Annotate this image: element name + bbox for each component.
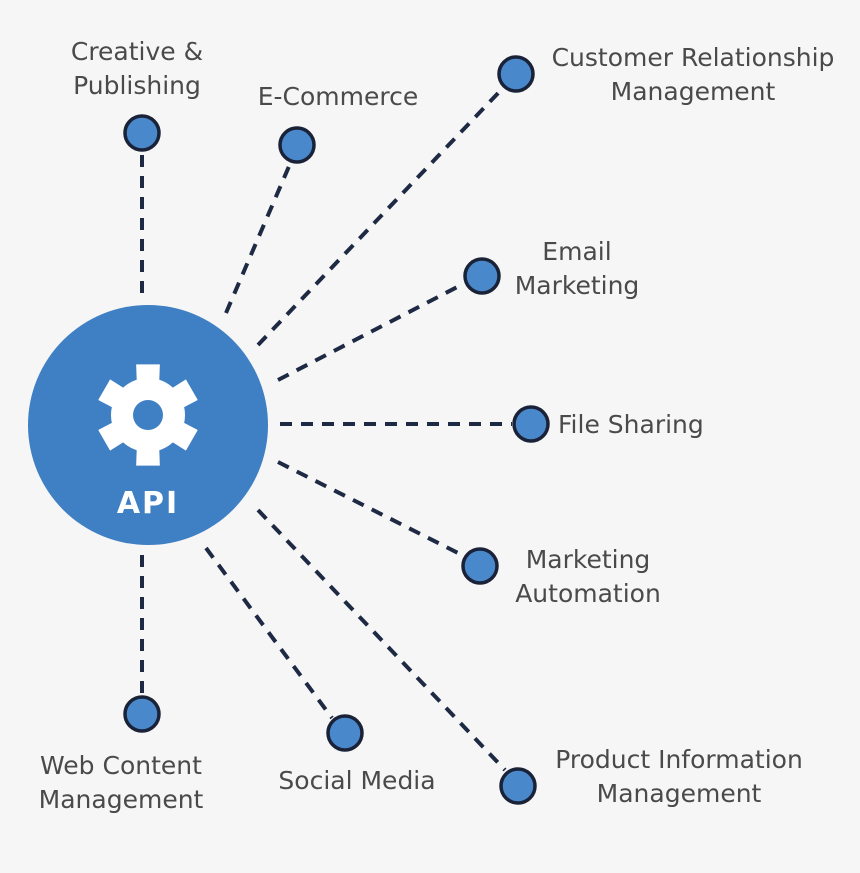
node-social-media [326, 714, 364, 752]
label-file-sharing: File Sharing [558, 410, 704, 439]
node-file-sharing [512, 405, 550, 443]
connector-crm [256, 87, 504, 347]
node-e-commerce [278, 126, 316, 164]
node-email-marketing [463, 257, 501, 295]
node-web-content-management [123, 695, 161, 733]
node-crm [497, 55, 535, 93]
label-web-content-management: Web Content Management [38, 751, 204, 814]
connector-social-media [204, 546, 334, 720]
connector-marketing-automation [277, 460, 463, 557]
connector-e-commerce [224, 163, 292, 314]
node-marketing-automation [461, 547, 499, 585]
label-social-media: Social Media [278, 766, 436, 795]
api-hub-circle [28, 305, 268, 545]
connector-email-marketing [277, 282, 464, 382]
label-creative-publishing: Creative & Publishing [70, 37, 204, 100]
connector-pim [256, 508, 507, 772]
node-creative-publishing [123, 114, 161, 152]
label-email-marketing: Email Marketing [514, 237, 640, 300]
api-hub-label: API [117, 486, 179, 521]
gear-icon [98, 364, 198, 466]
label-pim: Product Information Management [555, 745, 803, 808]
endpoint-nodes [123, 55, 550, 805]
label-marketing-automation: Marketing Automation [515, 545, 661, 608]
label-e-commerce: E-Commerce [257, 82, 419, 111]
api-hub: API [28, 305, 268, 545]
connector-lines [140, 87, 512, 772]
node-pim [499, 767, 537, 805]
label-crm: Customer Relationship Management [551, 43, 835, 106]
